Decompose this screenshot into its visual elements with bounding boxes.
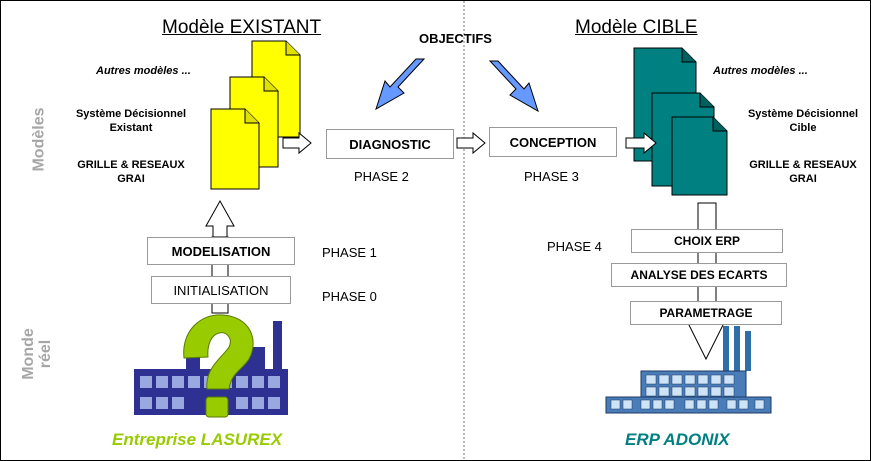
target-model-title: Modèle CIBLE [575,17,698,38]
parametrage-box: PARAMETRAGE [630,301,782,325]
target-model-documents-icon [633,47,728,196]
side-label-models: Modèles [30,107,48,172]
flow-arrows [205,131,726,361]
existing-grai-label: GRILLE & RESEAUX GRAI [77,159,185,185]
phase-2-label: PHASE 2 [354,169,409,184]
objectives-arrows [375,58,539,113]
choix-erp-box: CHOIX ERP [631,229,783,253]
analyse-ecarts-box: ANALYSE DES ECARTS [611,263,787,287]
phase-1-label: PHASE 1 [322,245,377,260]
question-mark-icon [183,314,254,418]
factory-adonix-icon [605,326,772,414]
side-label-real-world: Monde réel [20,328,54,380]
erp-adonix-label: ERP ADONIX [625,430,730,449]
phase-3-label: PHASE 3 [524,169,579,184]
diagnostic-box: DIAGNOSTIC [326,129,454,159]
existing-model-title: Modèle EXISTANT [162,17,322,38]
existing-other-models-label: Autres modèles ... [96,65,191,77]
existing-model-documents-icon [210,40,301,190]
phase-4-label: PHASE 4 [547,239,602,254]
phase-0-label: PHASE 0 [322,289,377,304]
objectives-label: OBJECTIFS [419,31,492,46]
target-decision-system-label: Système Décisionnel Cible [747,108,859,134]
target-other-models-label: Autres modèles ... [713,65,808,77]
existing-decision-system-label: Système Décisionnel Existant [75,108,187,134]
conception-box: CONCEPTION [489,127,617,157]
target-grai-label: GRILLE & RESEAUX GRAI [749,159,857,185]
modelisation-box: MODELISATION [147,237,295,265]
enterprise-lasurex-label: Entreprise LASUREX [112,430,283,449]
initialisation-box: INITIALISATION [151,276,291,304]
